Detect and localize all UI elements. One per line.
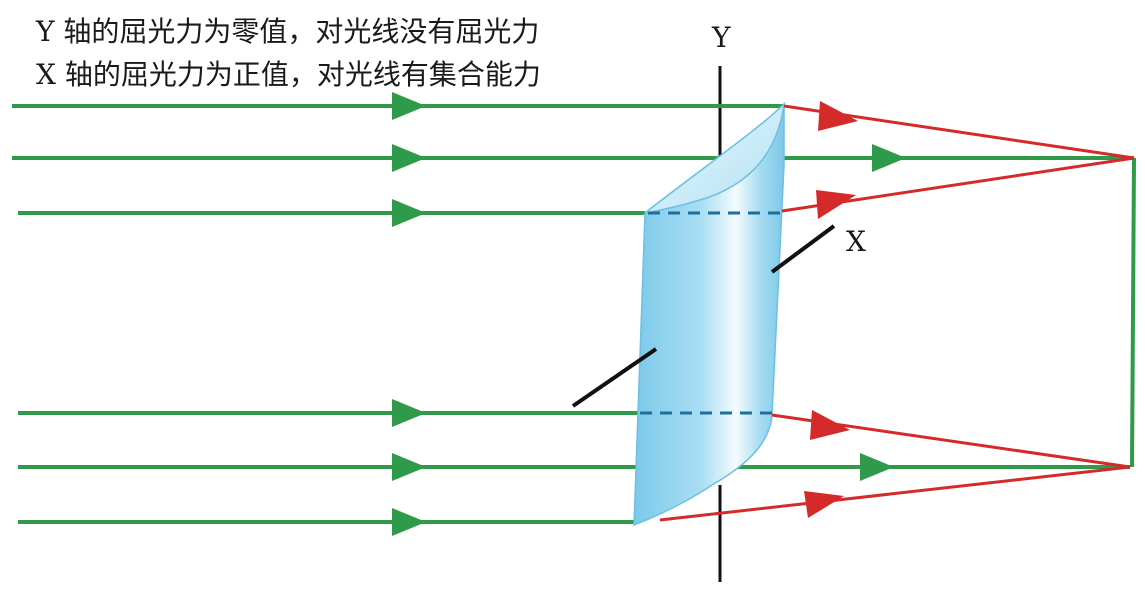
- caption-x-axis-power: X 轴的屈光力为正值，对光线有集合能力: [36, 58, 541, 91]
- arrowhead-red: [804, 491, 844, 518]
- x-axis-segment-right: [770, 224, 836, 274]
- arrowhead-green: [392, 144, 426, 172]
- y-axis-label: Y: [712, 21, 731, 54]
- lens-top-face: [644, 101, 786, 214]
- x-axis-label: X: [846, 225, 866, 258]
- caption-y-axis-power: Y 轴的屈光力为零值，对光线没有屈光力: [36, 15, 540, 48]
- arrowhead-red: [818, 101, 858, 131]
- arrowhead-green: [860, 453, 894, 481]
- arrowhead-green: [392, 508, 426, 536]
- refracted-ray-bottom-3: [659, 465, 1131, 522]
- focal-line-connector: [1130, 157, 1136, 468]
- arrowhead-green: [392, 399, 426, 427]
- arrowhead-red: [816, 190, 856, 219]
- arrowhead-green: [392, 92, 426, 120]
- arrowhead-red: [810, 410, 850, 440]
- x-axis-segment-left: [571, 347, 658, 408]
- arrowhead-green: [392, 453, 426, 481]
- arrowhead-green: [392, 199, 426, 227]
- arrowhead-green: [872, 144, 906, 172]
